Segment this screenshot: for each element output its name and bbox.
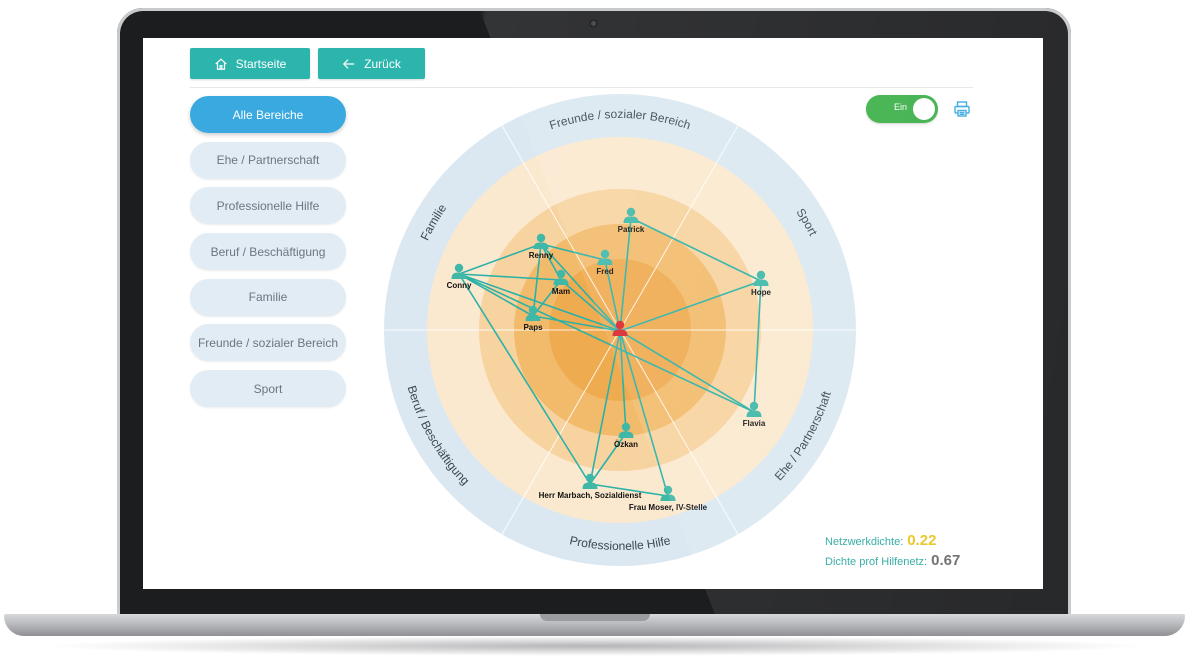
prof-density-value: 0.67 [931,552,961,569]
laptop-shadow [40,636,1150,656]
person-label: Herr Marbach, Sozialdienst [539,491,642,500]
toggle-knob [913,98,935,120]
network-link [532,315,621,332]
person-label: Flavia [743,419,766,428]
person-node-flavia[interactable]: Flavia [743,401,766,428]
network-link [619,217,632,332]
laptop-notch [540,614,650,621]
person-label: Paps [523,323,543,332]
network-link [619,330,669,497]
display-toggle[interactable]: Ein [866,95,938,123]
person-node-conny[interactable]: Conny [447,263,472,290]
person-node-mam[interactable]: Mam [552,269,570,296]
network-link [532,279,562,317]
network-link [619,280,762,332]
network-link [458,273,591,485]
network-link [604,259,621,332]
network-link [560,279,621,332]
sidebar-item-alle-bereiche[interactable]: Alle Bereiche [190,96,346,133]
person-label: Özkan [614,440,638,449]
network-link [540,243,606,261]
sidebar-item-ehe-partnerschaft[interactable]: Ehe / Partnerschaft [190,141,346,179]
prof-density-label: Dichte prof Hilfenetz: [825,556,928,568]
person-label: Renny [529,251,554,260]
network-link [630,217,762,282]
back-button[interactable]: Zurück [318,48,425,79]
person-label: Fred [596,267,613,276]
network-link [458,273,621,332]
network-link [458,273,562,281]
person-node-moser[interactable]: Frau Moser, IV-Stelle [629,485,708,512]
network-link [589,483,669,497]
density-value: 0.22 [907,532,937,549]
sector-divider [619,125,739,331]
person-node-paps[interactable]: Paps [523,305,543,332]
person-node-renny[interactable]: Renny [529,233,554,260]
sector-label: Professionelle Hilfe [568,533,672,553]
network-link [589,432,627,485]
person-node-ozkan[interactable]: Özkan [614,422,638,449]
network-link [458,273,755,413]
sidebar-item-professionelle-hilfe[interactable]: Professionelle Hilfe [190,187,346,225]
toolbar-divider [190,87,973,88]
webcam-icon [589,19,598,28]
home-button[interactable]: Startseite [190,48,310,79]
home-button-label: Startseite [235,56,287,71]
person-label: Patrick [618,225,645,234]
person-label: Hope [751,288,772,297]
sidebar-item-familie[interactable]: Familie [190,278,346,316]
person-node-marbach[interactable]: Herr Marbach, Sozialdienst [539,473,642,500]
sector-divider [501,329,621,535]
network-link [589,330,621,485]
arrow-left-icon [343,58,355,69]
sidebar-item-sport[interactable]: Sport [190,370,346,408]
back-button-label: Zurück [364,56,401,71]
person-node-hope[interactable]: Hope [751,270,772,297]
network-link [458,243,542,275]
density-label: Netzwerkdichte: [825,536,904,548]
network-link [532,243,542,317]
network-link [619,330,755,413]
network-link [540,243,621,332]
network-link [753,280,762,413]
top-toolbar: Startseite Zurück [190,48,425,79]
printer-icon[interactable] [953,100,971,118]
person-node-fred[interactable]: Fred [596,249,614,276]
person-label: Frau Moser, IV-Stelle [629,503,708,512]
person-node-patrick[interactable]: Patrick [618,207,645,234]
sidebar-item-beruf-beschaeftigung[interactable]: Beruf / Beschäftigung [190,233,346,271]
home-icon [214,57,227,70]
toggle-label: Ein [894,102,908,112]
network-stats: Netzwerkdichte: 0.22 Dichte prof Hilfene… [825,532,960,572]
person-label: Mam [552,287,570,296]
network-link [619,330,627,434]
app-screen: Startseite Zurück Alle Bereiche Ehe / Pa… [143,38,1043,589]
sector-divider [501,125,621,331]
person-label: Conny [447,281,472,290]
sidebar-item-freunde[interactable]: Freunde / sozialer Bereich [190,324,346,362]
network-link [458,273,534,317]
sector-divider [619,329,739,535]
laptop-base [4,614,1185,636]
sidebar: Alle Bereiche Ehe / Partnerschaft Profes… [190,96,346,416]
